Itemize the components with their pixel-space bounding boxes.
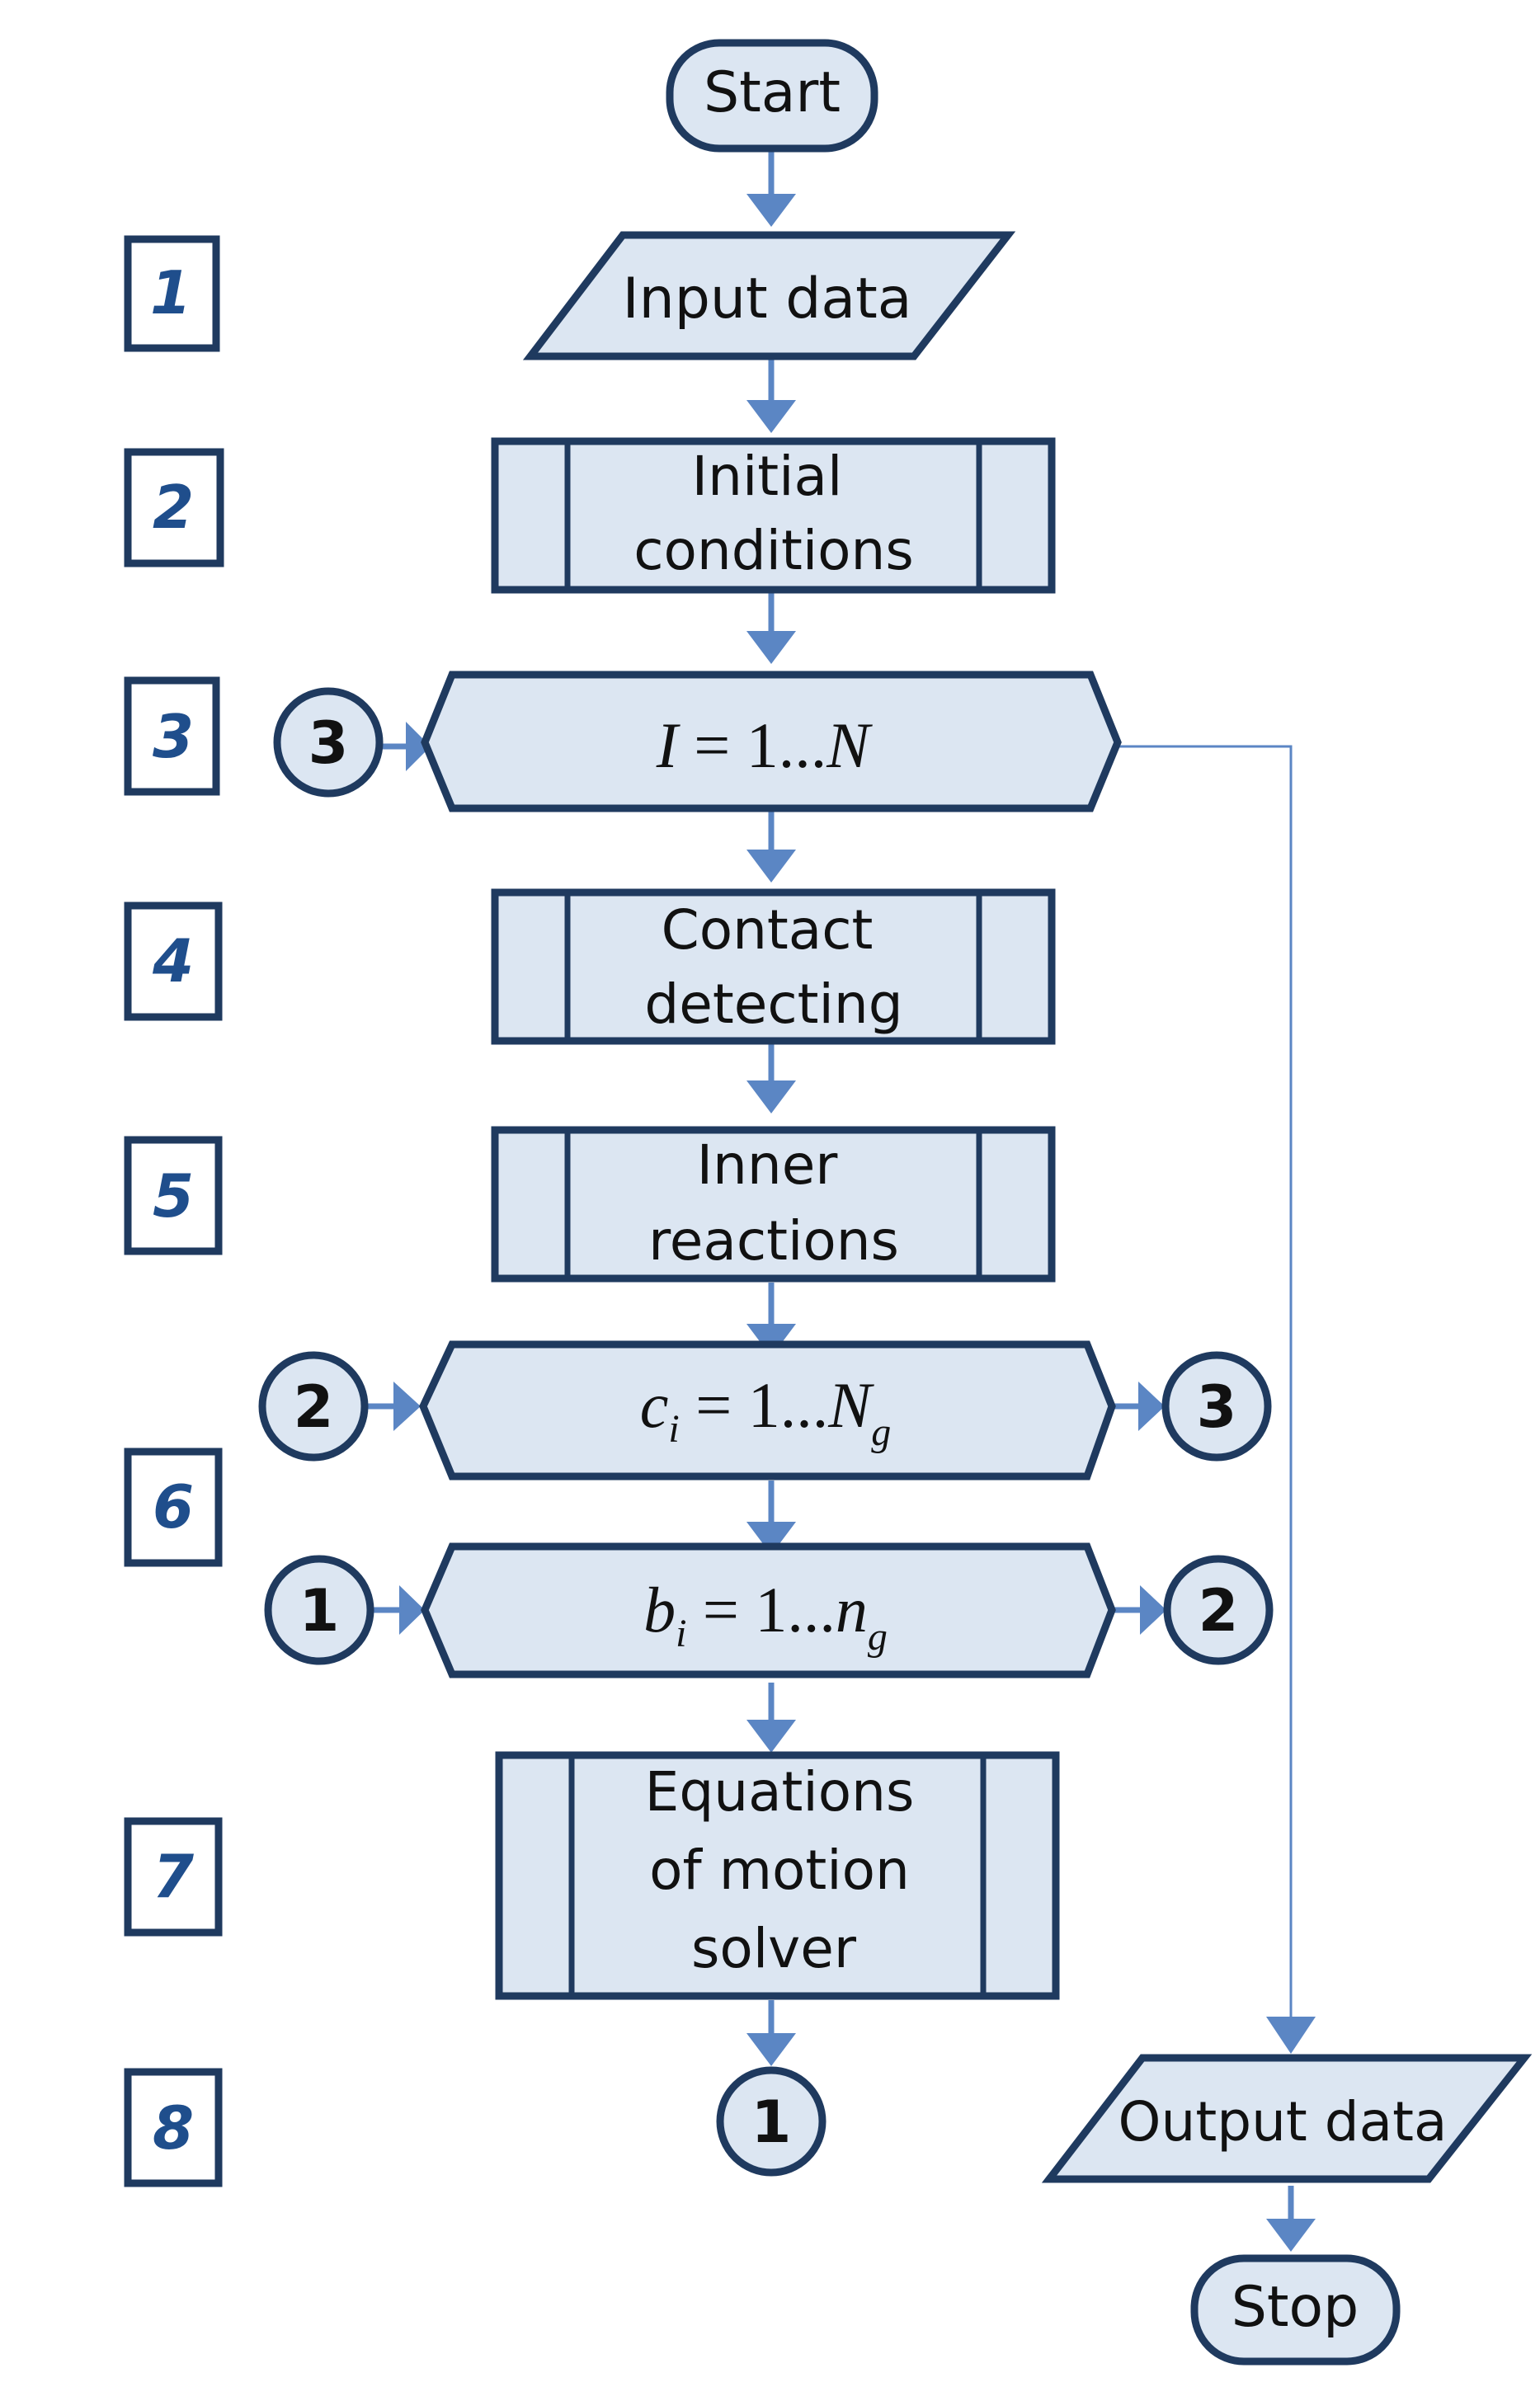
outer-loop-var: I — [656, 709, 681, 781]
initial-conditions-line2: conditions — [633, 519, 914, 582]
outer-loop-eq: = 1... — [678, 709, 827, 781]
connector-2-in-label: 2 — [294, 1373, 334, 1441]
inner-loop-eq: = 1... — [686, 1574, 836, 1645]
connector-2-out-label: 2 — [1199, 1577, 1239, 1645]
contact-detecting-process: Contact detecting — [491, 888, 1056, 1045]
inner-reactions-line1: Inner — [697, 1133, 839, 1197]
step-6-label: 6 — [153, 1472, 194, 1542]
step-1-label: 1 — [150, 258, 191, 327]
connector-3-in: 3 — [273, 687, 384, 798]
outer-loop-bound: N — [826, 709, 873, 781]
step-7-label: 7 — [153, 1842, 194, 1911]
connector-2-out: 2 — [1163, 1555, 1274, 1665]
inner-reactions-line2: reactions — [648, 1209, 899, 1273]
step-5-label: 5 — [153, 1161, 194, 1231]
middle-loop-var-sub: i — [668, 1407, 679, 1451]
connector-2-in: 2 — [258, 1351, 369, 1462]
inner-loop-hexagon: bi = 1...ng — [421, 1542, 1116, 1678]
middle-loop-bound: N — [827, 1369, 874, 1441]
step-5-box: 5 — [124, 1136, 223, 1255]
stop-label: Stop — [1232, 2275, 1359, 2340]
equations-solver-process: Equations of motion solver — [495, 1751, 1060, 2000]
connector-3-out: 3 — [1161, 1351, 1272, 1462]
contact-detecting-line2: detecting — [644, 972, 902, 1036]
step-3-box: 3 — [124, 676, 220, 796]
input-data-label: Input data — [623, 266, 912, 332]
initial-conditions-line1: Initial — [692, 445, 843, 508]
input-data-parallelogram: Input data — [522, 231, 1016, 360]
inner-loop-var: b — [643, 1574, 676, 1645]
output-data-label: Output data — [1119, 2090, 1448, 2154]
middle-loop-var: c — [640, 1369, 669, 1441]
middle-loop-hexagon: ci = 1...Ng — [419, 1340, 1116, 1481]
connector-1-out: 1 — [716, 2066, 827, 2177]
contact-detecting-line1: Contact — [662, 898, 874, 962]
step-2-label: 2 — [153, 473, 194, 542]
outer-loop-hexagon: I = 1...N — [421, 671, 1122, 812]
start-label: Start — [704, 60, 841, 125]
inner-loop-var-sub: i — [676, 1612, 686, 1655]
connector-3-out-label: 3 — [1197, 1373, 1237, 1441]
step-7-box: 7 — [124, 1817, 223, 1937]
step-3-label: 3 — [153, 702, 194, 771]
stop-terminal: Stop — [1190, 2254, 1401, 2366]
inner-loop-bound-sub: g — [868, 1615, 888, 1659]
step-6-box: 6 — [124, 1448, 223, 1567]
middle-loop-bound-sub: g — [871, 1410, 891, 1454]
connector-1-in: 1 — [264, 1555, 374, 1665]
start-terminal: Start — [666, 39, 878, 153]
connector-3-in-label: 3 — [308, 709, 349, 777]
connector-1-out-label: 1 — [751, 2088, 792, 2156]
middle-loop-condition: ci = 1...Ng — [640, 1369, 892, 1454]
inner-loop-bound: n — [836, 1574, 868, 1645]
middle-loop-eq: = 1... — [680, 1369, 829, 1441]
step-4-label: 4 — [152, 926, 194, 996]
connector-1-in-label: 1 — [299, 1577, 340, 1645]
initial-conditions-process: Initial conditions — [491, 437, 1056, 594]
step-4-box: 4 — [124, 902, 223, 1021]
flow-arrows — [367, 148, 1316, 2252]
outer-loop-condition: I = 1...N — [656, 709, 873, 781]
step-2-box: 2 — [124, 448, 224, 567]
step-8-box: 8 — [124, 2068, 223, 2187]
step-1-box: 1 — [124, 235, 220, 352]
step-8-label: 8 — [153, 2093, 194, 2163]
equations-solver-line1: Equations — [645, 1760, 915, 1824]
inner-reactions-process: Inner reactions — [491, 1126, 1056, 1283]
output-data-parallelogram: Output data — [1041, 2054, 1533, 2183]
inner-loop-condition: bi = 1...ng — [643, 1574, 888, 1659]
equations-solver-line3: solver — [691, 1917, 857, 1980]
equations-solver-line2: of motion — [649, 1838, 910, 1902]
